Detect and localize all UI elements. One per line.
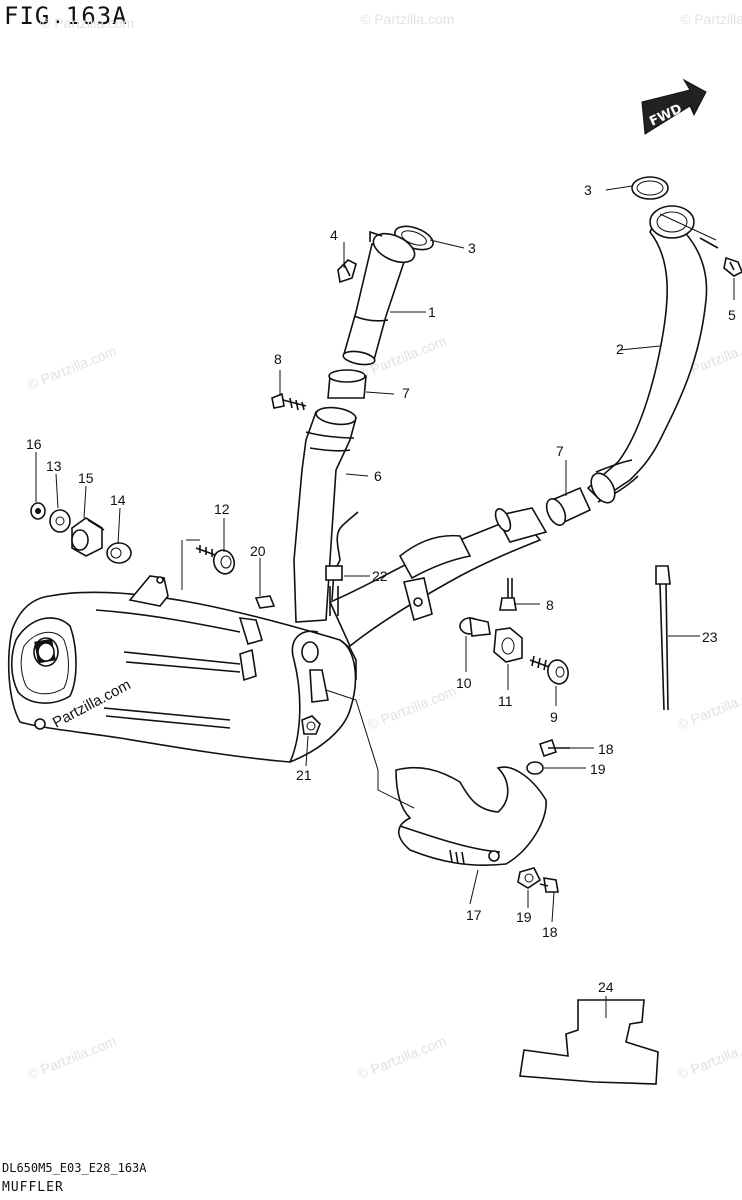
- callout-11: 11: [498, 693, 513, 709]
- callout-16: 16: [26, 436, 42, 452]
- callout-8-upper: 8: [274, 351, 282, 367]
- callout-23: 23: [702, 629, 718, 645]
- callout-18-upper: 18: [598, 741, 614, 757]
- connecting-pipe: [293, 406, 548, 648]
- grommet-19-lower: [517, 867, 542, 889]
- callout-21: 21: [296, 767, 312, 783]
- callout-15: 15: [78, 470, 94, 486]
- callout-20: 20: [250, 543, 266, 559]
- callout-5: 5: [728, 307, 736, 323]
- callout-19-upper: 19: [590, 761, 606, 777]
- callout-numbers: 1 2 3 3 4 5 6 7 7 8 8 9 10 11 12 13 14 1…: [26, 182, 736, 995]
- forward-direction-arrow: FWD: [641, 78, 707, 135]
- watermark: © Partzilla.com: [25, 1033, 118, 1083]
- collar-14: [106, 542, 132, 564]
- bolt-18-lower: [539, 877, 559, 893]
- grommet-11: [493, 627, 523, 663]
- grommet-19-upper: [526, 761, 544, 775]
- watermark: © Partzilla.com: [675, 1033, 742, 1083]
- muffler-body: Partzilla.com: [7, 575, 357, 763]
- callout-18-lower: 18: [542, 924, 558, 940]
- bolt-8-upper: [271, 392, 307, 411]
- callout-2: 2: [616, 341, 624, 357]
- callout-9: 9: [550, 709, 558, 725]
- heat-shield-17: [395, 766, 547, 867]
- washer-16: [30, 502, 46, 520]
- watermark: © Partzilla.com: [360, 11, 454, 27]
- label-plate-24: [519, 999, 659, 1085]
- gasket-ring-right: [631, 176, 669, 200]
- pipe-sleeve-left: [327, 369, 367, 399]
- callout-3-left: 3: [468, 240, 476, 256]
- callout-3-right: 3: [584, 182, 592, 198]
- callout-4: 4: [330, 227, 338, 243]
- cable-tie-23: [655, 565, 671, 711]
- figure-code: DL650M5_E03_E28_163A: [2, 1161, 147, 1175]
- callout-7-right: 7: [556, 443, 564, 459]
- leader-lines: [35, 185, 735, 1018]
- watermark: © Partzilla.com: [675, 683, 742, 733]
- watermark: © Partzilla.com: [680, 11, 742, 27]
- washer-13: [49, 509, 71, 533]
- callout-7-left: 7: [402, 385, 410, 401]
- callout-6: 6: [374, 468, 382, 484]
- watermark: © Partzilla.com: [365, 683, 458, 733]
- pipe-sleeve-right: [545, 486, 592, 526]
- bolt-9: [529, 655, 569, 685]
- nut-21: [301, 715, 321, 735]
- watermark: © Partzilla.com: [40, 15, 134, 31]
- callout-14: 14: [110, 492, 126, 508]
- figure-title: FIG.163A: [4, 2, 128, 30]
- bolt-4: [337, 259, 357, 284]
- callout-22: 22: [372, 568, 388, 584]
- callout-24: 24: [598, 979, 614, 995]
- exhaust-pipe-right: [586, 205, 719, 504]
- bolt-5: [723, 256, 742, 277]
- grommet-15: [71, 517, 105, 557]
- callout-10: 10: [456, 675, 472, 691]
- callout-12: 12: [214, 501, 230, 517]
- watermark: © Partzilla.com: [25, 343, 118, 393]
- callout-1: 1: [428, 304, 436, 320]
- figure-name: MUFFLER: [2, 1180, 64, 1195]
- bolt-8-right: [499, 578, 517, 611]
- callout-8-right: 8: [546, 597, 554, 613]
- clip-nut-20: [254, 595, 276, 609]
- collar-10: [459, 616, 491, 637]
- callout-13: 13: [46, 458, 62, 474]
- watermark: © Partzilla.com: [355, 1033, 448, 1083]
- callout-17: 17: [466, 907, 482, 923]
- callout-19-lower: 19: [516, 909, 532, 925]
- front-exhaust-pipe: [342, 230, 416, 366]
- watermark-layer: © Partzilla.com © Partzilla.com © Partzi…: [25, 11, 742, 1083]
- bolt-12: [195, 545, 236, 575]
